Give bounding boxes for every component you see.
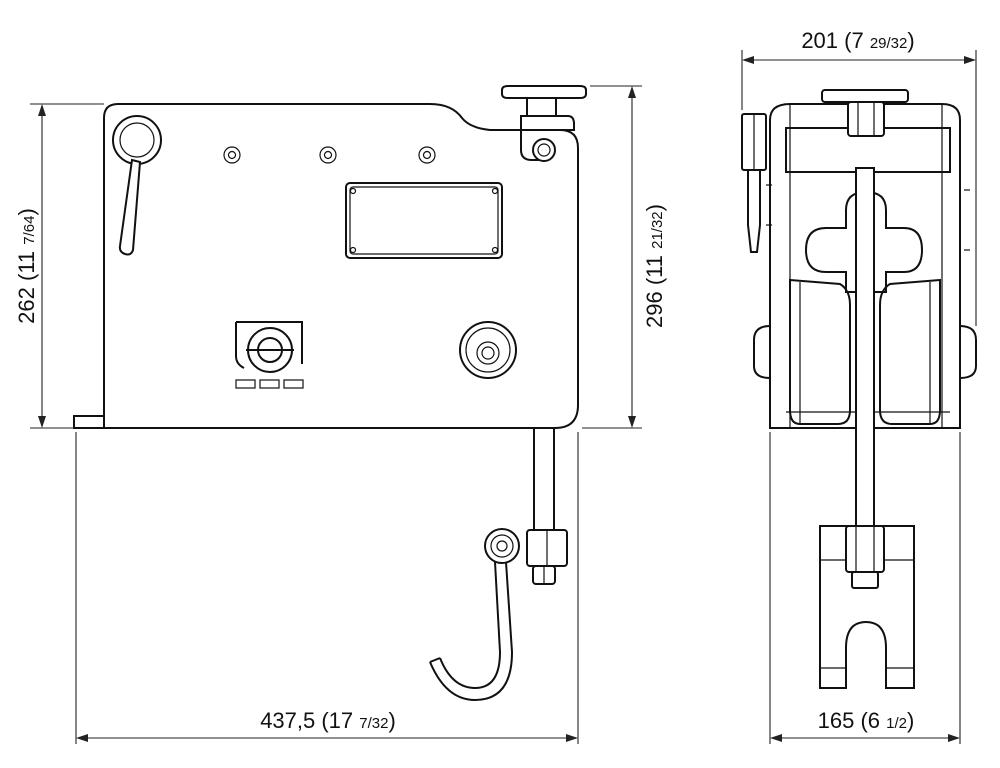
dimension-lines	[30, 50, 977, 744]
side-hook-assembly	[429, 427, 568, 702]
front-rod	[855, 167, 875, 535]
dim-total-height-label: 296 (11 21/32)	[642, 204, 667, 328]
brand-logo	[235, 321, 304, 389]
top-lever	[501, 85, 587, 162]
crank-handle	[118, 158, 142, 256]
dim-side-height-label: 262 (11 7/64)	[14, 208, 39, 324]
side-housing	[103, 103, 579, 429]
side-view	[73, 85, 587, 702]
side-knob	[459, 321, 517, 379]
dim-total-width-label: 437,5 (17 7/32)	[260, 708, 396, 733]
front-clamp	[819, 525, 915, 689]
dim-front-width-label: 201 (7 29/32)	[801, 28, 914, 53]
front-view	[741, 89, 977, 689]
housing-screws	[223, 146, 436, 164]
dim-base-width-label: 165 (6 1/2)	[818, 708, 915, 733]
nameplate	[345, 182, 503, 259]
side-base-foot	[73, 415, 105, 429]
